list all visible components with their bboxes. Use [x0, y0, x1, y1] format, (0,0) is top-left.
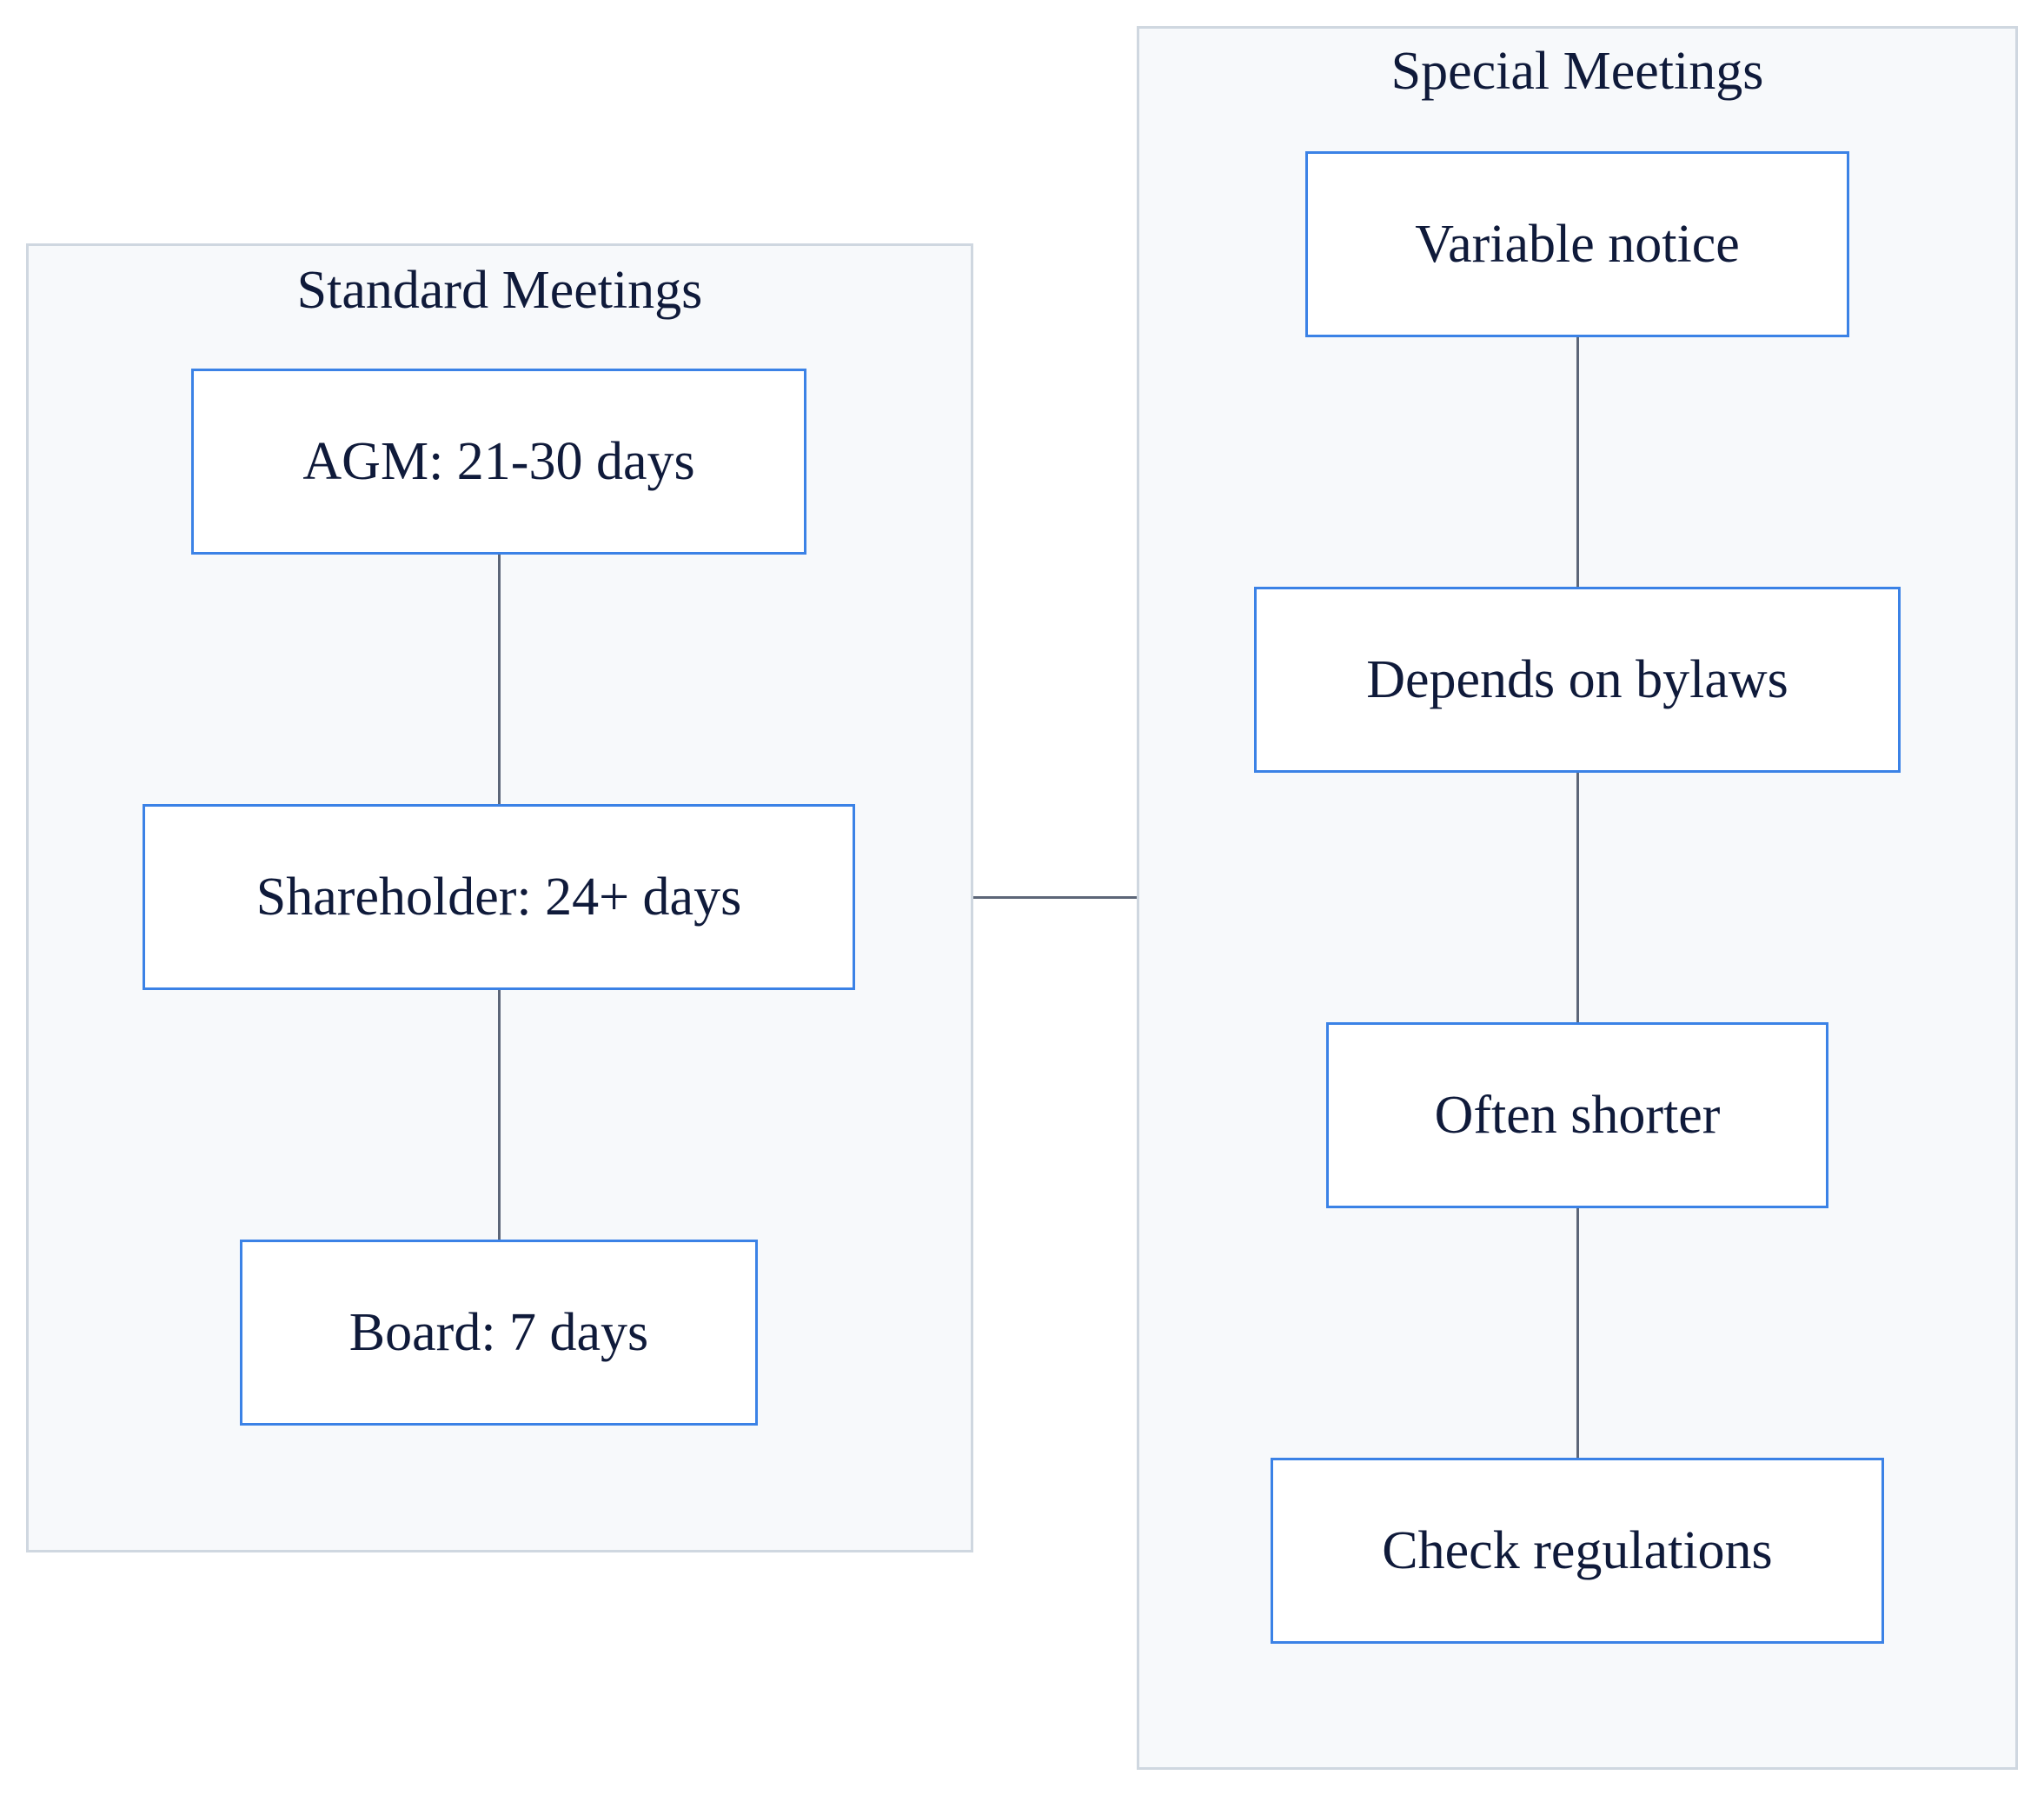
edge-bylaws-to-shorter	[1576, 773, 1579, 1023]
board-node[interactable]: Board: 7 days	[240, 1240, 758, 1426]
edge-shareholder-to-board	[498, 990, 501, 1240]
often-shorter-node[interactable]: Often shorter	[1326, 1022, 1828, 1208]
depends-on-bylaws-node[interactable]: Depends on bylaws	[1254, 587, 1901, 773]
special-meetings-title: Special Meetings	[1390, 42, 1764, 101]
standard-meetings-title: Standard Meetings	[296, 261, 703, 320]
variable-notice-node[interactable]: Variable notice	[1305, 151, 1849, 337]
shareholder-node[interactable]: Shareholder: 24+ days	[143, 804, 855, 990]
edge-shorter-to-regulations	[1576, 1208, 1579, 1459]
edge-standard-to-special	[973, 896, 1137, 899]
edge-variable-to-bylaws	[1576, 337, 1579, 588]
check-regulations-node[interactable]: Check regulations	[1271, 1458, 1884, 1644]
edge-agm-to-shareholder	[498, 555, 501, 805]
agm-node[interactable]: AGM: 21-30 days	[191, 369, 806, 555]
